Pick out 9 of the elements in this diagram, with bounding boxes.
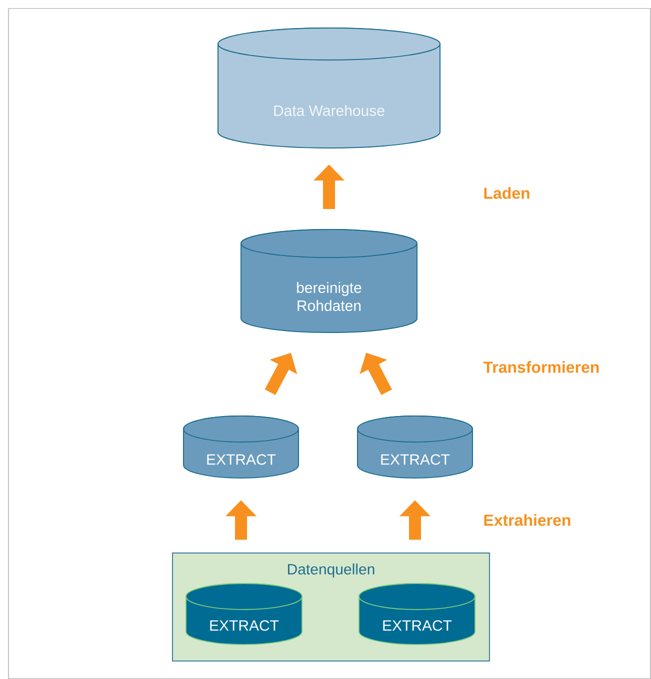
step-label: Transformieren xyxy=(483,361,599,373)
database-cylinder: EXTRACT xyxy=(186,583,302,645)
step-label: Laden xyxy=(484,187,530,199)
database-cylinder: EXTRACT xyxy=(358,583,476,645)
database-cylinder: EXTRACT xyxy=(357,416,473,478)
database-cylinder: bereinigte Rohdaten xyxy=(240,229,418,333)
step-label: Extrahieren xyxy=(484,514,570,526)
database-cylinder: Data Warehouse xyxy=(218,28,440,148)
database-cylinder: EXTRACT xyxy=(183,416,299,478)
